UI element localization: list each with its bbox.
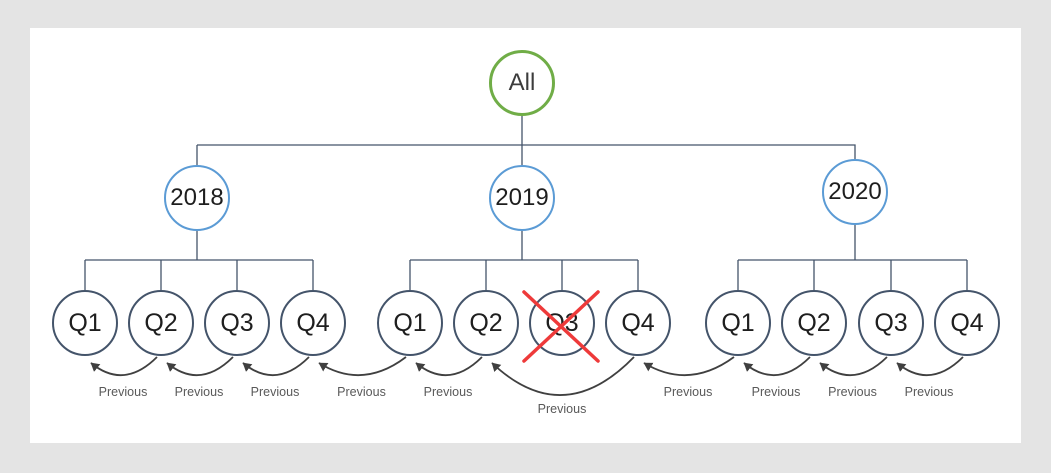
- previous-label: Previous: [98, 385, 148, 399]
- previous-label: Previous: [423, 385, 473, 399]
- node-year-2018: 2018: [164, 165, 230, 231]
- node-2019-q3: Q3: [529, 290, 595, 356]
- previous-label: Previous: [663, 385, 713, 399]
- node-2018-q1: Q1: [52, 290, 118, 356]
- node-2018-q4: Q4: [280, 290, 346, 356]
- previous-label: Previous: [828, 385, 877, 399]
- node-2018-q2: Q2: [128, 290, 194, 356]
- node-year-2019: 2019: [489, 165, 555, 231]
- previous-label: Previous: [537, 402, 587, 416]
- node-2020-q2: Q2: [781, 290, 847, 356]
- previous-label: Previous: [337, 385, 386, 399]
- node-2019-q2: Q2: [453, 290, 519, 356]
- node-2020-q4: Q4: [934, 290, 1000, 356]
- node-year-2020: 2020: [822, 159, 888, 225]
- node-2020-q3: Q3: [858, 290, 924, 356]
- node-2019-q1: Q1: [377, 290, 443, 356]
- node-all: All: [489, 50, 555, 116]
- node-2020-q1: Q1: [705, 290, 771, 356]
- previous-label: Previous: [250, 385, 300, 399]
- previous-label: Previous: [904, 385, 954, 399]
- node-2018-q3: Q3: [204, 290, 270, 356]
- node-2019-q4: Q4: [605, 290, 671, 356]
- previous-label: Previous: [751, 385, 801, 399]
- previous-label: Previous: [174, 385, 224, 399]
